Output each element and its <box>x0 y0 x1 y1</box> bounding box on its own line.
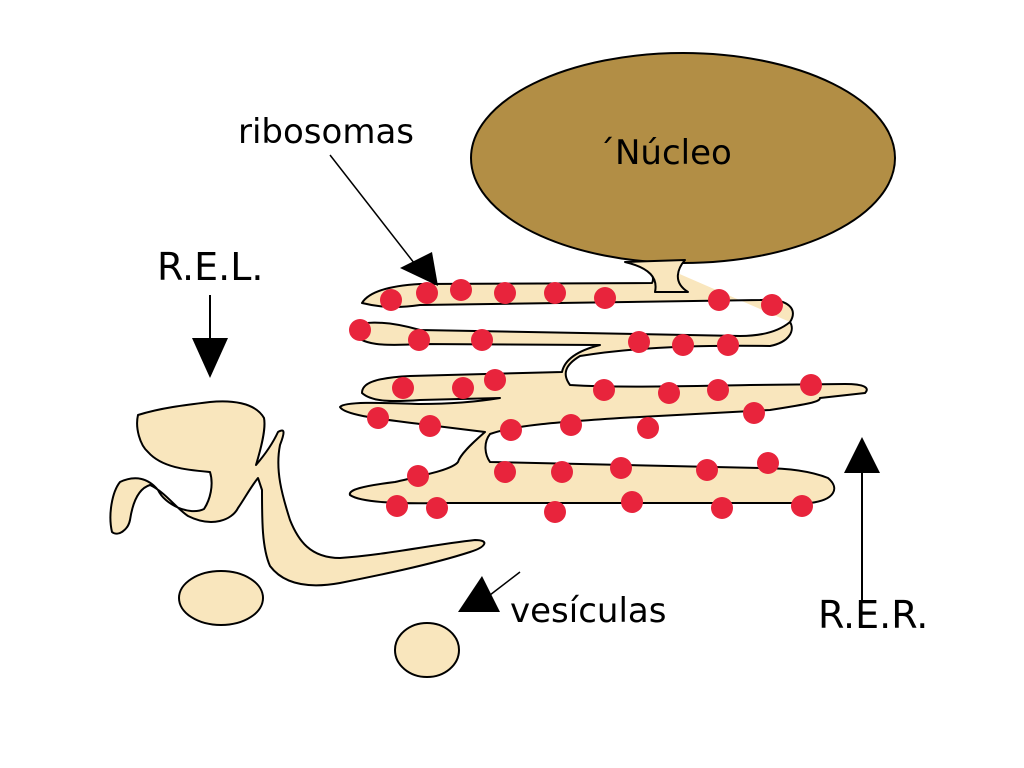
smooth-er-membrane <box>109 400 486 587</box>
ribosome <box>696 459 718 481</box>
ribosome <box>707 379 729 401</box>
ribosome <box>471 329 493 351</box>
vesicle <box>394 622 460 678</box>
smooth-er <box>109 400 486 587</box>
ribosome <box>484 369 506 391</box>
ribosome <box>380 289 402 311</box>
ribosome <box>416 282 438 304</box>
ribosome <box>628 331 650 353</box>
ribosomes-label: ribosomas <box>238 112 414 152</box>
ribosome <box>708 289 730 311</box>
rough-er <box>339 259 868 505</box>
ribosome <box>419 415 441 437</box>
smooth-er-arrow <box>192 295 228 378</box>
ribosome <box>494 461 516 483</box>
ribosome <box>544 282 566 304</box>
ribosome <box>757 452 779 474</box>
ribosome <box>494 282 516 304</box>
ribosome <box>408 329 430 351</box>
ribosome <box>450 279 472 301</box>
ribosome <box>743 402 765 424</box>
rough-er-label: R.E.R. <box>818 593 928 637</box>
ribosome <box>407 465 429 487</box>
ribosome <box>658 382 680 404</box>
ribosome <box>672 334 694 356</box>
ribosome <box>761 294 783 316</box>
perinuclear-stalk <box>624 259 689 293</box>
ribosome <box>637 417 659 439</box>
nucleus: ´Núcleo <box>470 52 896 264</box>
vesicles-label: vesículas <box>510 591 666 631</box>
ribosome <box>560 414 582 436</box>
ribosome <box>594 287 616 309</box>
vesicles-arrow <box>458 571 521 612</box>
ribosome <box>426 497 448 519</box>
rough-er-arrow <box>844 437 880 600</box>
ribosome <box>791 495 813 517</box>
ribosome <box>367 407 389 429</box>
ribosome <box>392 377 414 399</box>
ribosomes <box>349 279 822 523</box>
ribosome <box>551 461 573 483</box>
ribosome <box>593 379 615 401</box>
ribosome <box>386 495 408 517</box>
ribosome <box>610 457 632 479</box>
rough-er-membrane <box>339 261 868 505</box>
ribosome <box>800 374 822 396</box>
ribosome <box>717 334 739 356</box>
ribosome <box>544 501 566 523</box>
ribosome <box>621 491 643 513</box>
ribosomes-arrow <box>329 154 438 286</box>
nucleus-label: ´Núcleo <box>598 133 732 173</box>
smooth-er-label: R.E.L. <box>157 245 263 289</box>
ribosome <box>452 377 474 399</box>
ribosome <box>711 497 733 519</box>
vesicle <box>178 570 264 626</box>
ribosome <box>349 319 371 341</box>
ribosome <box>500 419 522 441</box>
